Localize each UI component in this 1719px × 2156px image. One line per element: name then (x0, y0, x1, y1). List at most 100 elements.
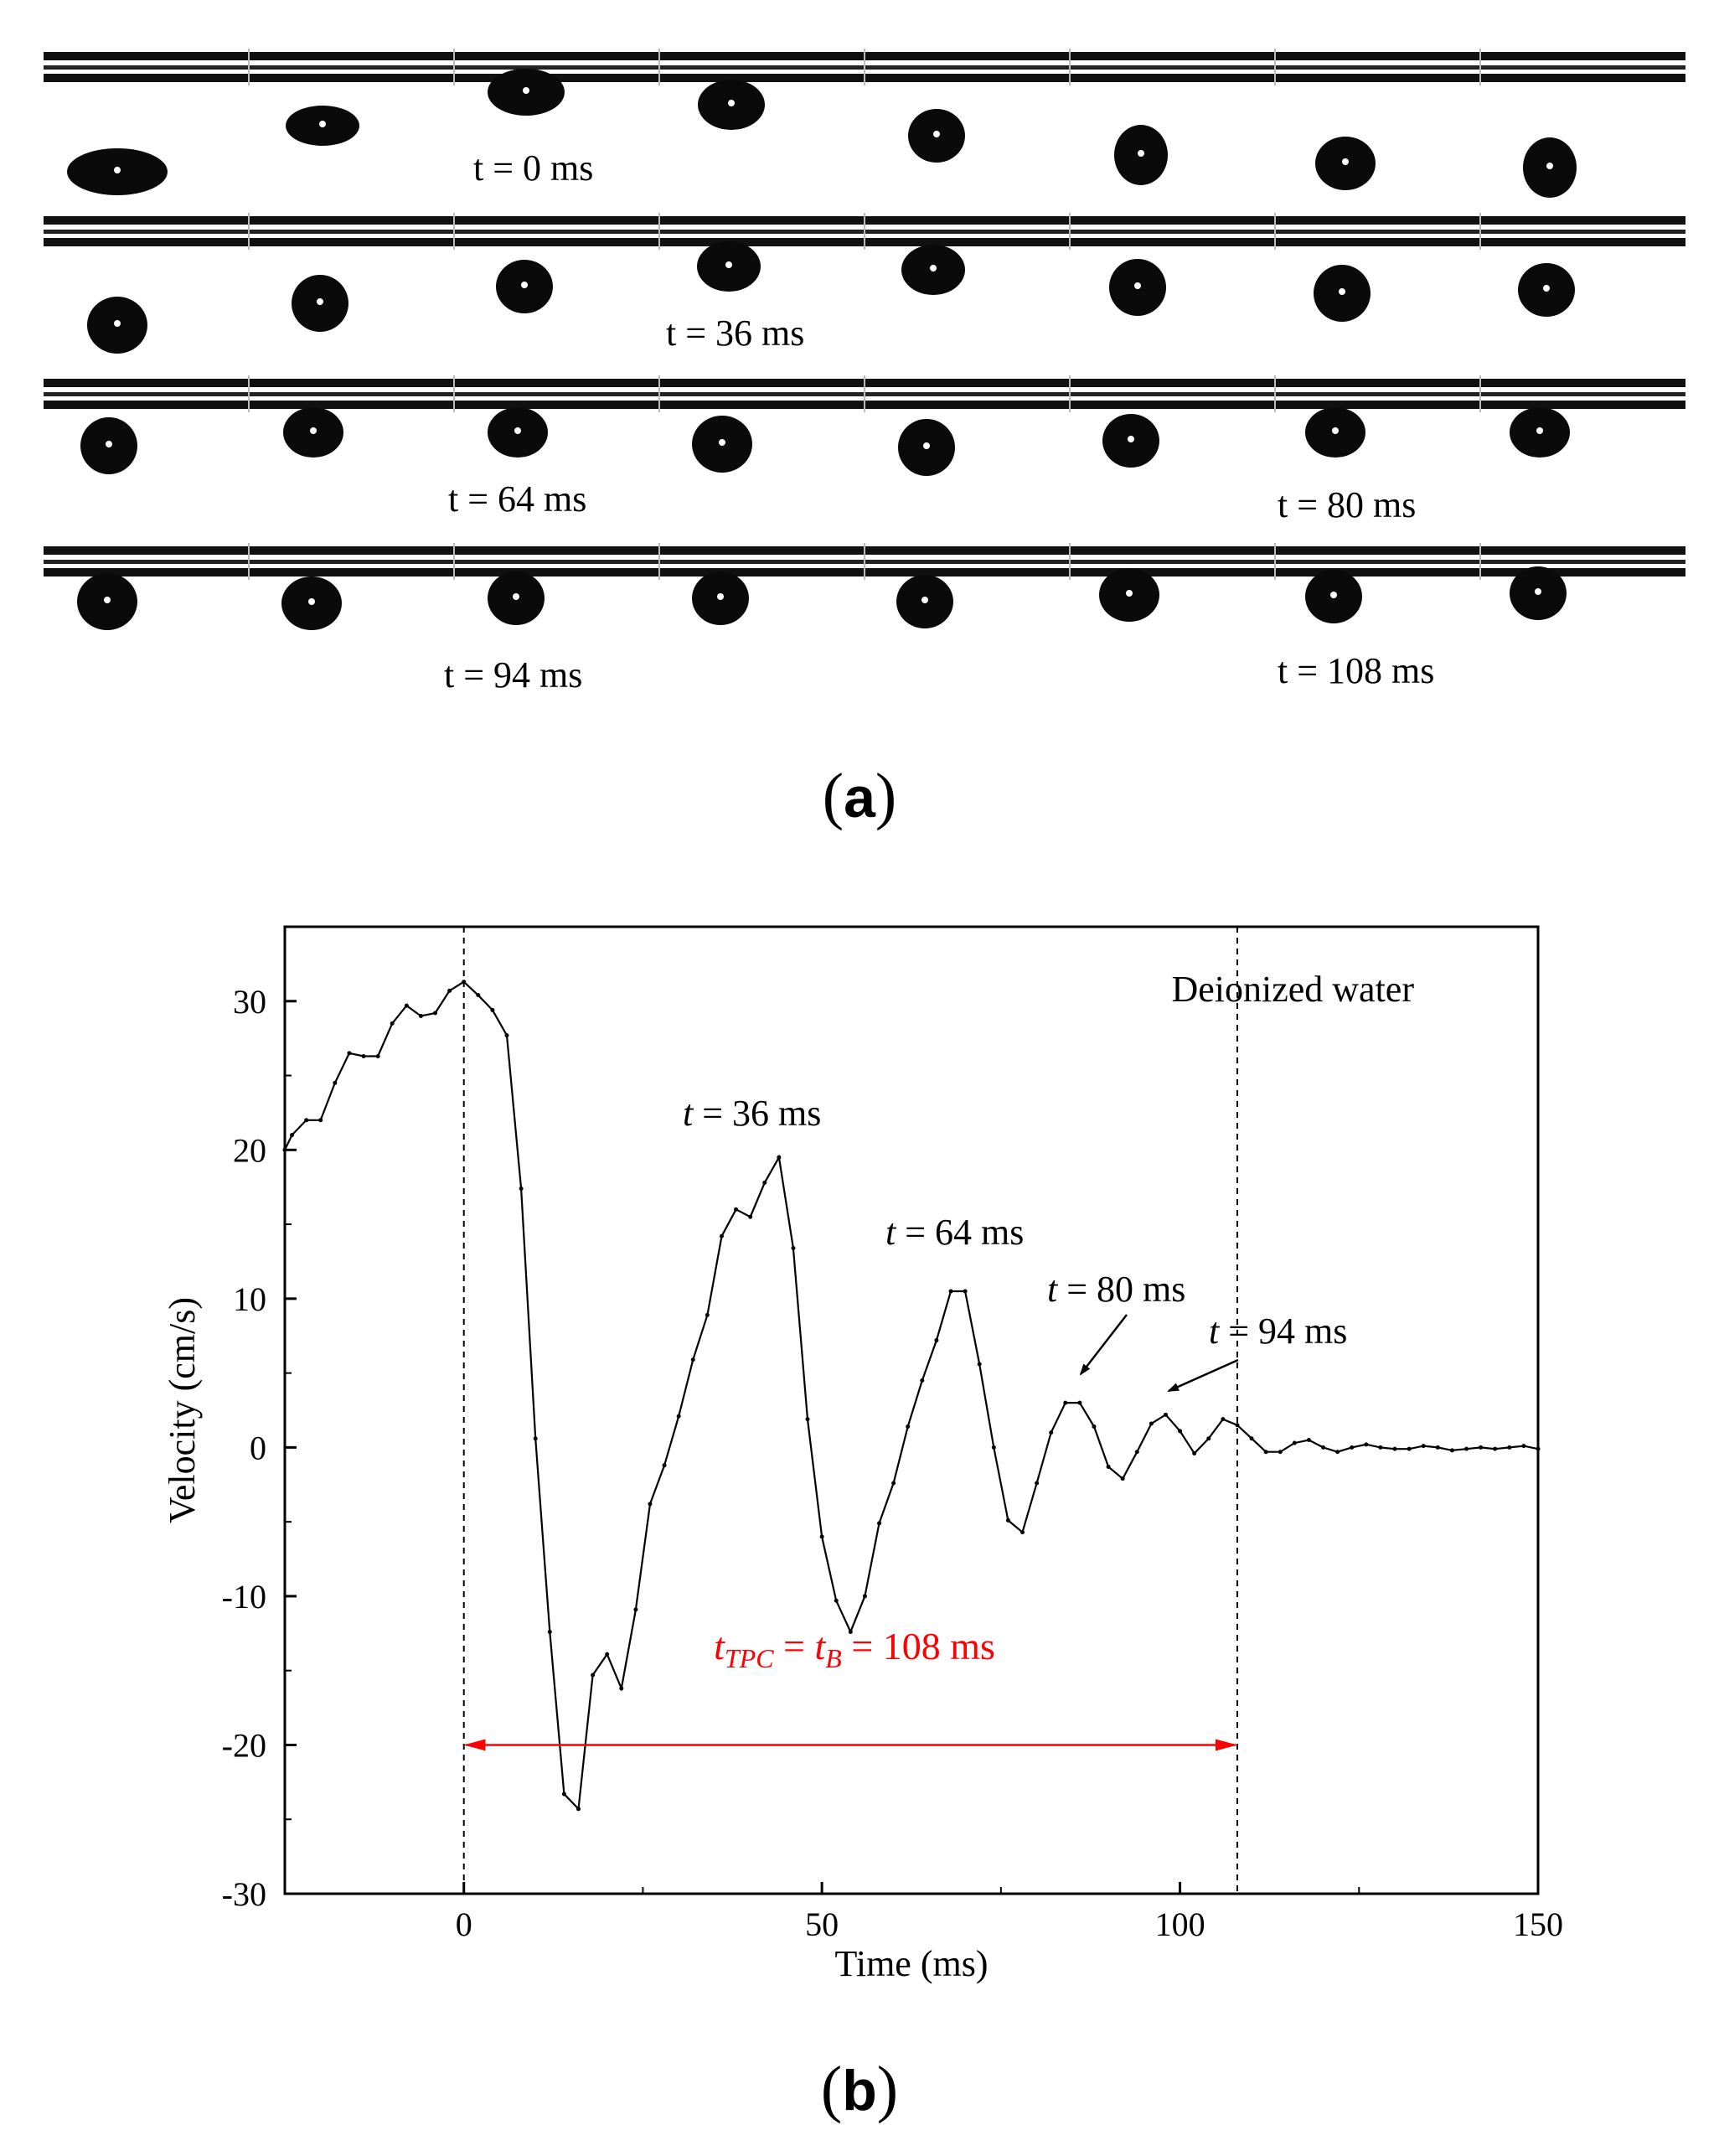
data-point (690, 1357, 695, 1362)
strip-label-5: t = 108 ms (1278, 650, 1434, 691)
data-point (1020, 1530, 1025, 1535)
data-point (1163, 1412, 1168, 1417)
data-point (347, 1051, 352, 1056)
data-point (447, 988, 452, 993)
data-point (591, 1673, 596, 1678)
data-point (290, 1133, 295, 1138)
data-point (1335, 1450, 1340, 1455)
data-point (1507, 1445, 1512, 1450)
x-tick-label: 0 (456, 1905, 472, 1943)
data-point (676, 1414, 681, 1419)
x-tick-label: 100 (1155, 1905, 1205, 1943)
data-point (519, 1186, 524, 1191)
data-point (705, 1312, 710, 1317)
panel-label-a: (a) (823, 761, 896, 831)
data-point (1249, 1436, 1254, 1441)
data-point (1092, 1424, 1097, 1430)
data-point (605, 1652, 610, 1657)
data-point (1063, 1400, 1068, 1405)
data-point (1120, 1476, 1125, 1481)
range-arrow-label: tTPC = tB = 108 ms (714, 1625, 995, 1673)
x-tick-label: 50 (805, 1905, 839, 1943)
droplet-highlight (1546, 163, 1553, 169)
data-point (361, 1053, 366, 1058)
annotation-arrow-t80 (1079, 1314, 1128, 1376)
data-point (977, 1362, 982, 1367)
data-point (533, 1436, 538, 1441)
velocity-series-points (282, 980, 1541, 1812)
image-strips (44, 49, 1685, 630)
droplet-highlight (930, 265, 937, 271)
data-point (1306, 1438, 1311, 1443)
data-point (375, 1053, 380, 1058)
data-point (1106, 1464, 1111, 1469)
droplet-highlight (1134, 282, 1141, 289)
data-point (719, 1233, 724, 1238)
y-tick-label: -30 (222, 1875, 266, 1913)
y-tick-label: 0 (250, 1429, 266, 1466)
data-point (282, 1147, 287, 1152)
data-point (1350, 1445, 1355, 1450)
annotation-t80: t = 80 ms (1047, 1269, 1185, 1310)
droplet-highlight (728, 100, 735, 106)
data-point (462, 980, 467, 985)
x-tick-label: 150 (1513, 1905, 1563, 1943)
droplet-highlight (513, 593, 519, 600)
droplet-highlight (523, 87, 529, 94)
data-point (1134, 1450, 1139, 1455)
y-tick-label: 20 (233, 1131, 266, 1169)
panel-a: t = 0 ms t = 36 ms t = 64 ms t = 80 ms t… (0, 0, 1719, 838)
data-point (633, 1607, 638, 1612)
data-point (1321, 1445, 1326, 1450)
data-point (1435, 1445, 1440, 1450)
droplet-highlight (106, 441, 112, 447)
data-point (1005, 1517, 1010, 1523)
droplet-highlight (1342, 158, 1349, 165)
data-point (963, 1289, 968, 1294)
droplet-highlight (319, 121, 326, 127)
data-point (304, 1118, 309, 1123)
data-point (1149, 1421, 1154, 1426)
data-point (476, 993, 481, 998)
data-point (333, 1080, 338, 1085)
data-point (734, 1207, 739, 1212)
data-point (920, 1378, 925, 1383)
droplet-highlight (725, 261, 732, 268)
data-point (834, 1598, 839, 1603)
data-point (877, 1521, 882, 1526)
data-point (1221, 1417, 1226, 1422)
data-point (404, 1003, 409, 1008)
data-point (948, 1289, 953, 1294)
droplet-highlight (514, 427, 521, 434)
data-point (991, 1445, 996, 1450)
velocity-series-line (284, 980, 1539, 1812)
data-point (1421, 1444, 1426, 1449)
droplet-highlight (521, 282, 528, 288)
annotation-arrow-t94 (1167, 1358, 1239, 1393)
data-point (1292, 1440, 1297, 1445)
y-tick-label: 10 (233, 1280, 266, 1318)
data-point (848, 1630, 853, 1635)
data-point (1521, 1444, 1526, 1449)
droplet-highlight (1535, 588, 1541, 595)
data-point (1407, 1446, 1412, 1451)
data-point (1378, 1445, 1383, 1450)
strip-label-4: t = 94 ms (444, 654, 582, 695)
droplet-highlight (1332, 427, 1339, 434)
y-tick-label: -10 (222, 1578, 266, 1616)
data-point (433, 1011, 438, 1016)
y-axis-label: Velocity (cm/s) (162, 1297, 203, 1523)
droplet-highlight (308, 598, 315, 605)
data-point (906, 1424, 911, 1430)
droplet-highlight (1543, 285, 1550, 292)
data-point (1479, 1445, 1484, 1450)
droplet-highlight (1536, 427, 1543, 434)
droplet-highlight (317, 298, 323, 305)
reference-lines (462, 927, 1238, 1894)
data-point (1392, 1446, 1397, 1451)
panel-label-b: (b) (821, 2054, 898, 2124)
data-point (1049, 1430, 1054, 1435)
